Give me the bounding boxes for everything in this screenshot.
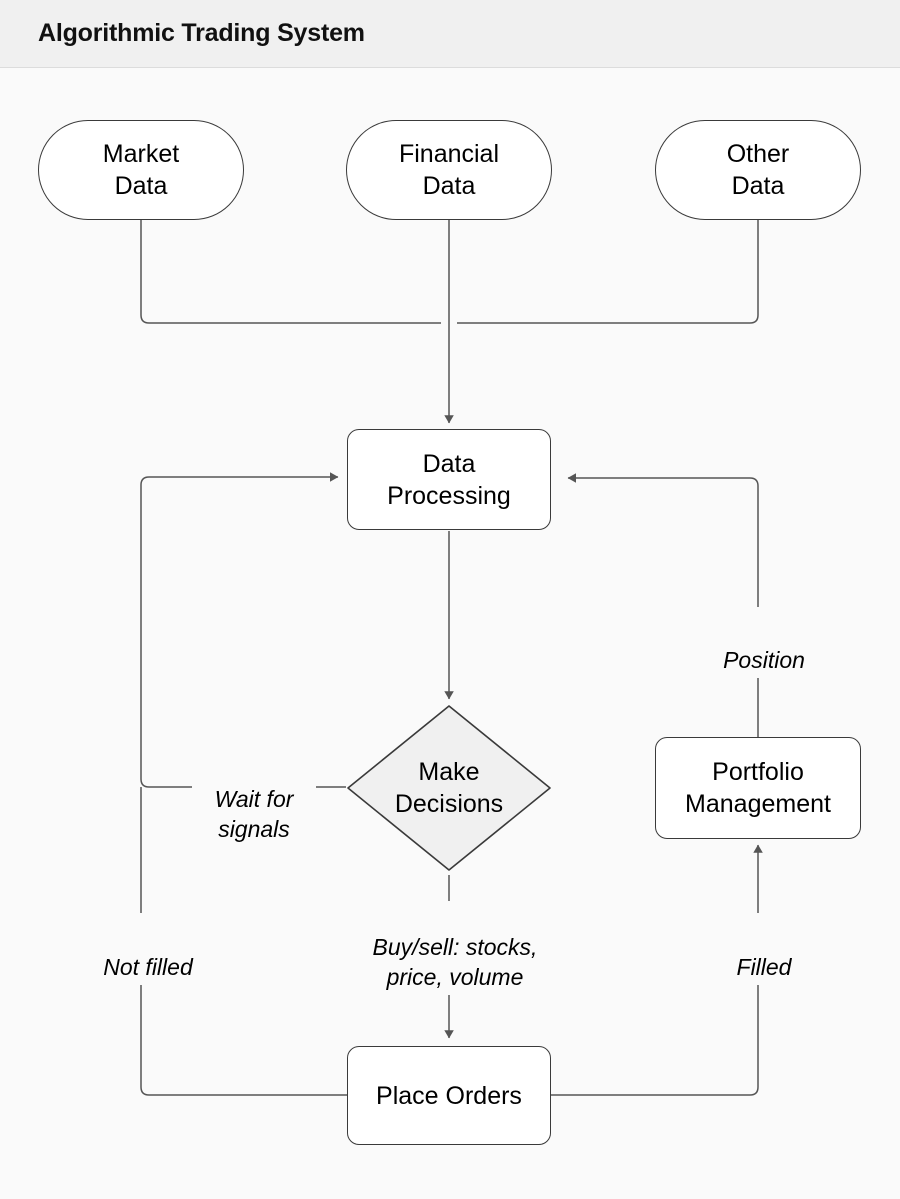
diagram-canvas: Market Data Financial Data Other Data Da… [0, 68, 900, 1199]
edge-market-data-stem [140, 220, 441, 324]
node-portfolio-management[interactable]: Portfolio Management [655, 737, 861, 839]
node-portfolio-management-label: Portfolio Management [685, 758, 831, 818]
edge-position-label-to-data-processing [567, 473, 759, 607]
node-data-processing[interactable]: Data Processing [347, 429, 551, 530]
header-bar: Algorithmic Trading System [0, 0, 900, 68]
edge-label-buy-sell-details-text: Buy/sell: stocks, price, volume [372, 933, 538, 990]
edge-label-filled: Filled [700, 921, 828, 985]
node-make-decisions[interactable]: Make Decisions [345, 703, 553, 873]
node-other-data[interactable]: Other Data [655, 120, 861, 220]
edge-label-position-text: Position [723, 646, 805, 673]
edge-label-not-filled: Not filled [78, 921, 218, 985]
node-market-data[interactable]: Market Data [38, 120, 244, 220]
edge-other-data-stem [457, 220, 759, 324]
diamond-shape [347, 705, 551, 871]
edge-wait-left-rail-to-data-processing [140, 472, 339, 788]
edge-label-wait-for-signals-text: Wait for signals [214, 785, 294, 842]
edge-label-filled-text: Filled [736, 953, 792, 980]
node-other-data-label: Other Data [726, 140, 790, 200]
node-place-orders-label: Place Orders [376, 1081, 522, 1110]
node-financial-data-label: Financial Data [398, 140, 500, 200]
edge-place-orders-to-not-filled-rail [140, 971, 347, 1096]
edge-label-wait-for-signals: Wait for signals [192, 753, 316, 847]
edge-label-position: Position [688, 614, 840, 678]
page-title: Algorithmic Trading System [38, 19, 365, 47]
node-financial-data[interactable]: Financial Data [346, 120, 552, 220]
node-data-processing-label: Data Processing [387, 449, 511, 510]
edge-label-buy-sell-details: Buy/sell: stocks, price, volume [339, 901, 571, 995]
node-place-orders[interactable]: Place Orders [347, 1046, 551, 1145]
node-market-data-label: Market Data [102, 140, 180, 200]
node-make-decisions-label: Make Decisions [394, 758, 504, 818]
edge-place-orders-to-filled-rail [551, 971, 759, 1096]
edge-label-not-filled-text: Not filled [103, 953, 193, 980]
